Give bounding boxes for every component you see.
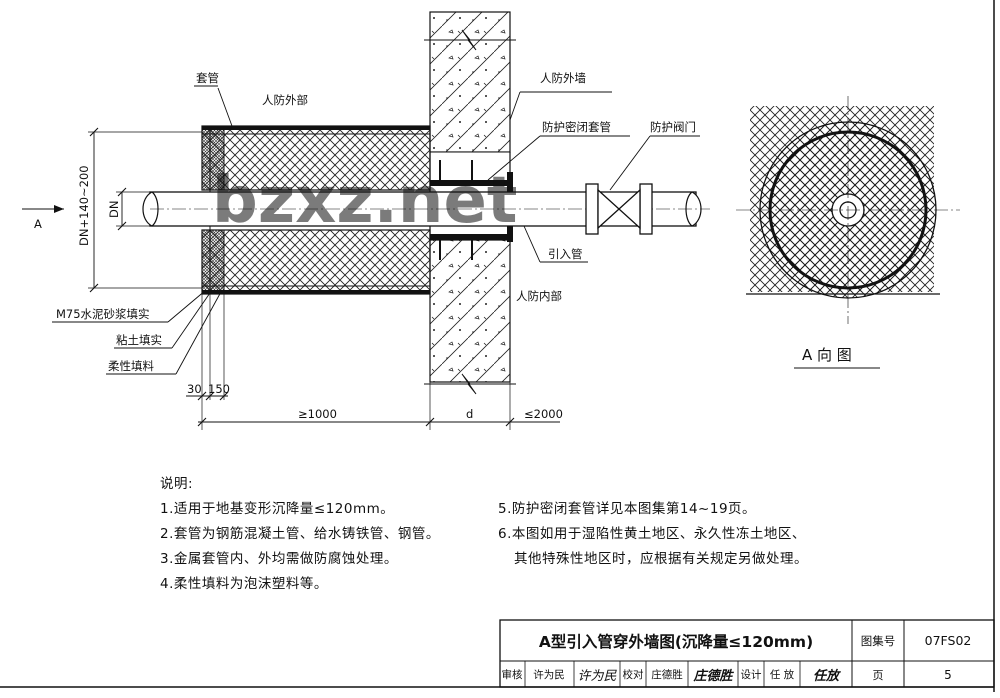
outer-wall-bottom (429, 239, 511, 383)
notes-right: 5.防护密闭套管详见本图集第14~19页。 6.本图如用于湿陷性黄土地区、永久性… (498, 497, 808, 572)
dim-outer-label: DN+140~200 (77, 165, 91, 246)
label-seal-sleeve: 防护密闭套管 (542, 120, 611, 134)
wall-break-mark-top (424, 29, 516, 51)
dim-150: 150 (208, 382, 230, 396)
label-flex-fill: 柔性填料 (108, 359, 154, 373)
pipe-break-right (685, 191, 702, 227)
atlas-number: 07FS02 (925, 633, 972, 648)
note-item-3: 3.金属套管内、外均需做防腐蚀处理。 (160, 551, 398, 567)
notes-left: 说明: 1.适用于地基变形沉降量≤120mm。 2.套管为钢筋混凝土管、给水铸铁… (160, 472, 440, 597)
reviewer-signature: 许为民 (577, 669, 617, 684)
designer-signature: 任放 (813, 668, 841, 684)
mortar-fill-bottom (201, 229, 225, 295)
check-label: 校对 (623, 668, 644, 681)
drawing-title: A型引入管穿外墙图(沉降量≤120mm) (539, 632, 813, 651)
label-mortar: M75水泥砂浆填实 (56, 307, 150, 321)
protective-valve (585, 183, 653, 235)
a-view (736, 96, 960, 324)
checker-signature: 庄德胜 (692, 668, 734, 684)
dim-1000: ≥1000 (298, 407, 337, 421)
wall-break-mark-bottom (424, 373, 516, 395)
note-item-1: 1.适用于地基变形沉降量≤120mm。 (160, 501, 395, 517)
label-casing: 套管 (196, 71, 219, 85)
label-clay: 粘土填实 (116, 333, 162, 347)
notes-heading: 说明: (160, 476, 194, 492)
dim-dn-label: DN (107, 201, 121, 218)
seal-sleeve-bottom (430, 234, 510, 240)
title-block (499, 619, 995, 688)
seal-sleeve-top (430, 180, 510, 186)
casing-body-top (201, 125, 431, 191)
view-arrow-icon (54, 205, 64, 213)
checker-name: 庄德胜 (651, 668, 683, 681)
watermark: bzxz.net (212, 164, 517, 238)
arrow-a-label: A (34, 217, 42, 231)
a-view-title: A 向 图 (802, 346, 852, 364)
note-item-4: 4.柔性填料为泡沫塑料等。 (160, 576, 328, 592)
dim-2000: ≤2000 (524, 407, 563, 421)
designer-name: 任 放 (770, 668, 795, 681)
reviewer-name: 许为民 (533, 668, 565, 681)
page-label: 页 (873, 669, 884, 682)
page-number: 5 (944, 668, 952, 682)
label-outer-wall: 人防外墙 (540, 71, 586, 85)
note-item-2: 2.套管为钢筋混凝土管、给水铸铁管、钢管。 (160, 526, 440, 542)
outer-wall-top (429, 11, 511, 153)
dim-30: 30 (187, 382, 202, 396)
label-valve: 防护阀门 (650, 120, 696, 134)
atlas-label: 图集号 (861, 634, 896, 648)
dim-d: d (466, 407, 473, 421)
note-item-6: 6.本图如用于湿陷性黄土地区、永久性冻土地区、 (498, 526, 806, 542)
label-inlet-pipe: 引入管 (548, 247, 583, 261)
design-label: 设计 (741, 668, 762, 681)
note-item-6-cont: 其他特殊性地区时，应根据有关规定另做处理。 (514, 551, 808, 567)
note-item-5: 5.防护密闭套管详见本图集第14~19页。 (498, 501, 757, 517)
label-inner-part: 人防内部 (516, 289, 562, 303)
review-label: 审核 (502, 668, 523, 681)
casing-body-bottom (201, 229, 431, 295)
label-outer-part: 人防外部 (262, 93, 308, 107)
